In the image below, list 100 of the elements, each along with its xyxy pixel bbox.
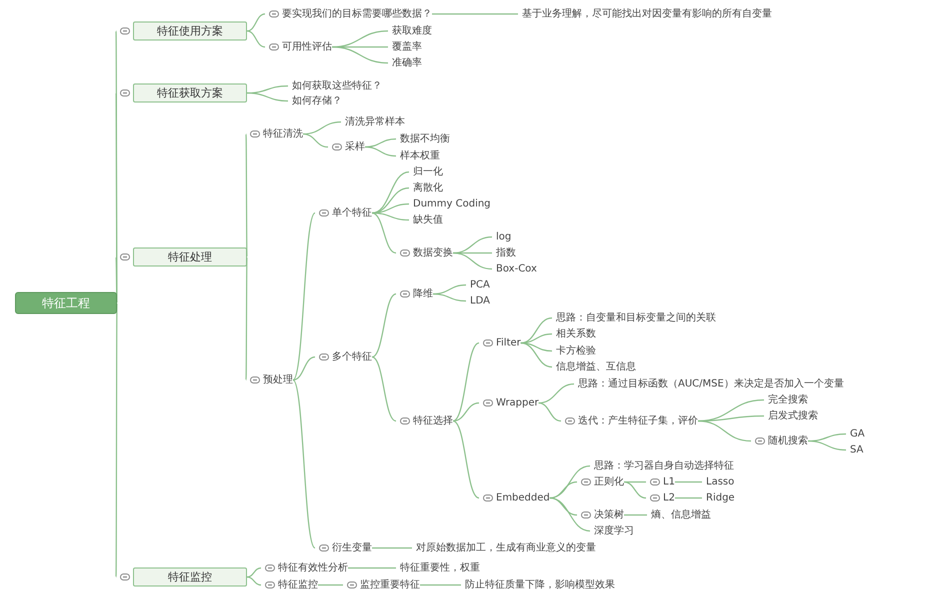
connector — [520, 342, 552, 368]
topic-label: 获取难度 — [392, 24, 432, 38]
connector — [520, 317, 552, 344]
topic-label: 对原始数据加工，生成有商业意义的变量 — [416, 542, 596, 554]
topic-label: SA — [850, 444, 864, 456]
topic-label: 归一化 — [413, 166, 443, 178]
topic-box: 特征处理 — [133, 248, 247, 266]
topic-label: Embedded — [496, 492, 550, 504]
topic-label: 可用性评估 — [282, 40, 332, 54]
topic-label: 决策树 — [594, 508, 624, 522]
root-topic-box: 特征工程 — [15, 292, 117, 314]
topic-label: Box-Cox — [496, 262, 537, 276]
topic-label: Dummy Coding — [413, 198, 491, 210]
topic-label: 迭代：产生特征子集，评价 — [578, 414, 698, 428]
topic-label: 覆盖率 — [392, 40, 422, 54]
connector — [332, 46, 388, 64]
topic-label: 预处理 — [263, 374, 293, 386]
connector — [372, 212, 410, 221]
topic-label: 清洗异常样本 — [345, 116, 405, 128]
connector — [538, 402, 562, 422]
connector — [550, 481, 578, 499]
connector — [624, 481, 646, 499]
connector — [372, 171, 410, 214]
connector — [674, 481, 702, 483]
topic-label: 样本权重 — [400, 150, 440, 162]
connector — [372, 212, 396, 254]
connector — [245, 134, 248, 258]
topic-label: 如何存储？ — [292, 94, 342, 108]
connector — [245, 256, 248, 380]
connector — [538, 383, 574, 404]
connector — [452, 342, 480, 422]
connector — [550, 497, 590, 532]
topic-label: 熵、信息增益 — [651, 508, 711, 522]
connector — [432, 293, 466, 302]
connector — [292, 212, 316, 380]
connector — [246, 13, 266, 32]
topic-box: 特征获取方案 — [133, 84, 247, 102]
topic-label: Lasso — [706, 476, 734, 488]
topic-label: 降维 — [413, 288, 433, 300]
connector — [372, 203, 410, 214]
connector — [372, 356, 396, 422]
topic-label: PCA — [470, 278, 490, 292]
topic-label: L2 — [663, 492, 675, 504]
topic-label: 启发式搜索 — [768, 410, 818, 422]
connector — [432, 13, 518, 15]
connector — [246, 567, 262, 578]
topic-label: 特征监控 — [278, 578, 318, 592]
connector — [246, 576, 262, 586]
topic-label: 思路：通过目标函数（AUC/MSE）来决定是否加入一个变量 — [578, 378, 844, 390]
connector — [452, 252, 492, 270]
topic-label: 深度学习 — [594, 524, 634, 538]
connector — [364, 138, 396, 148]
topic-label: 如何获取这些特征？ — [292, 80, 382, 92]
connector — [420, 584, 461, 586]
connector — [115, 302, 118, 578]
topic-label: 采样 — [345, 140, 365, 154]
topic-label: 单个特征 — [332, 206, 372, 220]
topic-label: 准确率 — [392, 56, 422, 70]
topic-label: 衍生变量 — [332, 542, 372, 554]
topic-box: 特征使用方案 — [133, 22, 247, 40]
connector — [624, 514, 647, 516]
topic-label: 防止特征质量下降，影响模型效果 — [465, 578, 615, 592]
topic-label: 特征有效性分析 — [278, 562, 348, 574]
topic-label: 要实现我们的目标需要哪些数据？ — [282, 8, 432, 20]
connector — [674, 497, 702, 499]
topic-label: 特征选择 — [413, 414, 453, 428]
connector — [372, 293, 396, 358]
topic-label: 监控重要特征 — [360, 578, 420, 592]
topic-label: 特征清洗 — [263, 128, 303, 140]
connector — [302, 133, 328, 148]
topic-label: LDA — [470, 294, 490, 308]
connector — [364, 146, 396, 157]
topic-label: 基于业务理解，尽可能找出对因变量有影响的所有自变量 — [522, 8, 772, 20]
topic-label: Wrapper — [496, 396, 539, 410]
connector — [452, 420, 480, 499]
connector — [372, 547, 412, 549]
connector — [318, 584, 343, 586]
connector — [372, 187, 410, 214]
topic-label: 多个特征 — [332, 350, 372, 364]
topic-label: 思路：学习器自身自动选择特征 — [594, 460, 734, 472]
topic-label: Filter — [496, 336, 521, 350]
connector — [292, 380, 316, 548]
topic-label: L1 — [663, 476, 675, 488]
topic-label: Ridge — [706, 492, 735, 504]
topic-label: 卡方检验 — [556, 344, 596, 358]
topic-box: 特征监控 — [133, 568, 247, 586]
topic-label: 正则化 — [594, 476, 624, 488]
connector — [348, 567, 396, 569]
connector — [452, 402, 480, 422]
connector — [292, 356, 316, 381]
topic-label: 离散化 — [413, 182, 443, 194]
topic-label: log — [496, 230, 512, 244]
connector — [624, 481, 646, 483]
topic-label: 数据不均衡 — [400, 132, 450, 146]
topic-label: 完全搜索 — [768, 394, 808, 406]
connector — [808, 440, 846, 451]
topic-label: 特征重要性，权重 — [400, 562, 480, 574]
topic-label: 缺失值 — [413, 214, 443, 226]
topic-label: 数据变换 — [413, 246, 453, 260]
topic-label: 随机搜索 — [768, 434, 808, 448]
